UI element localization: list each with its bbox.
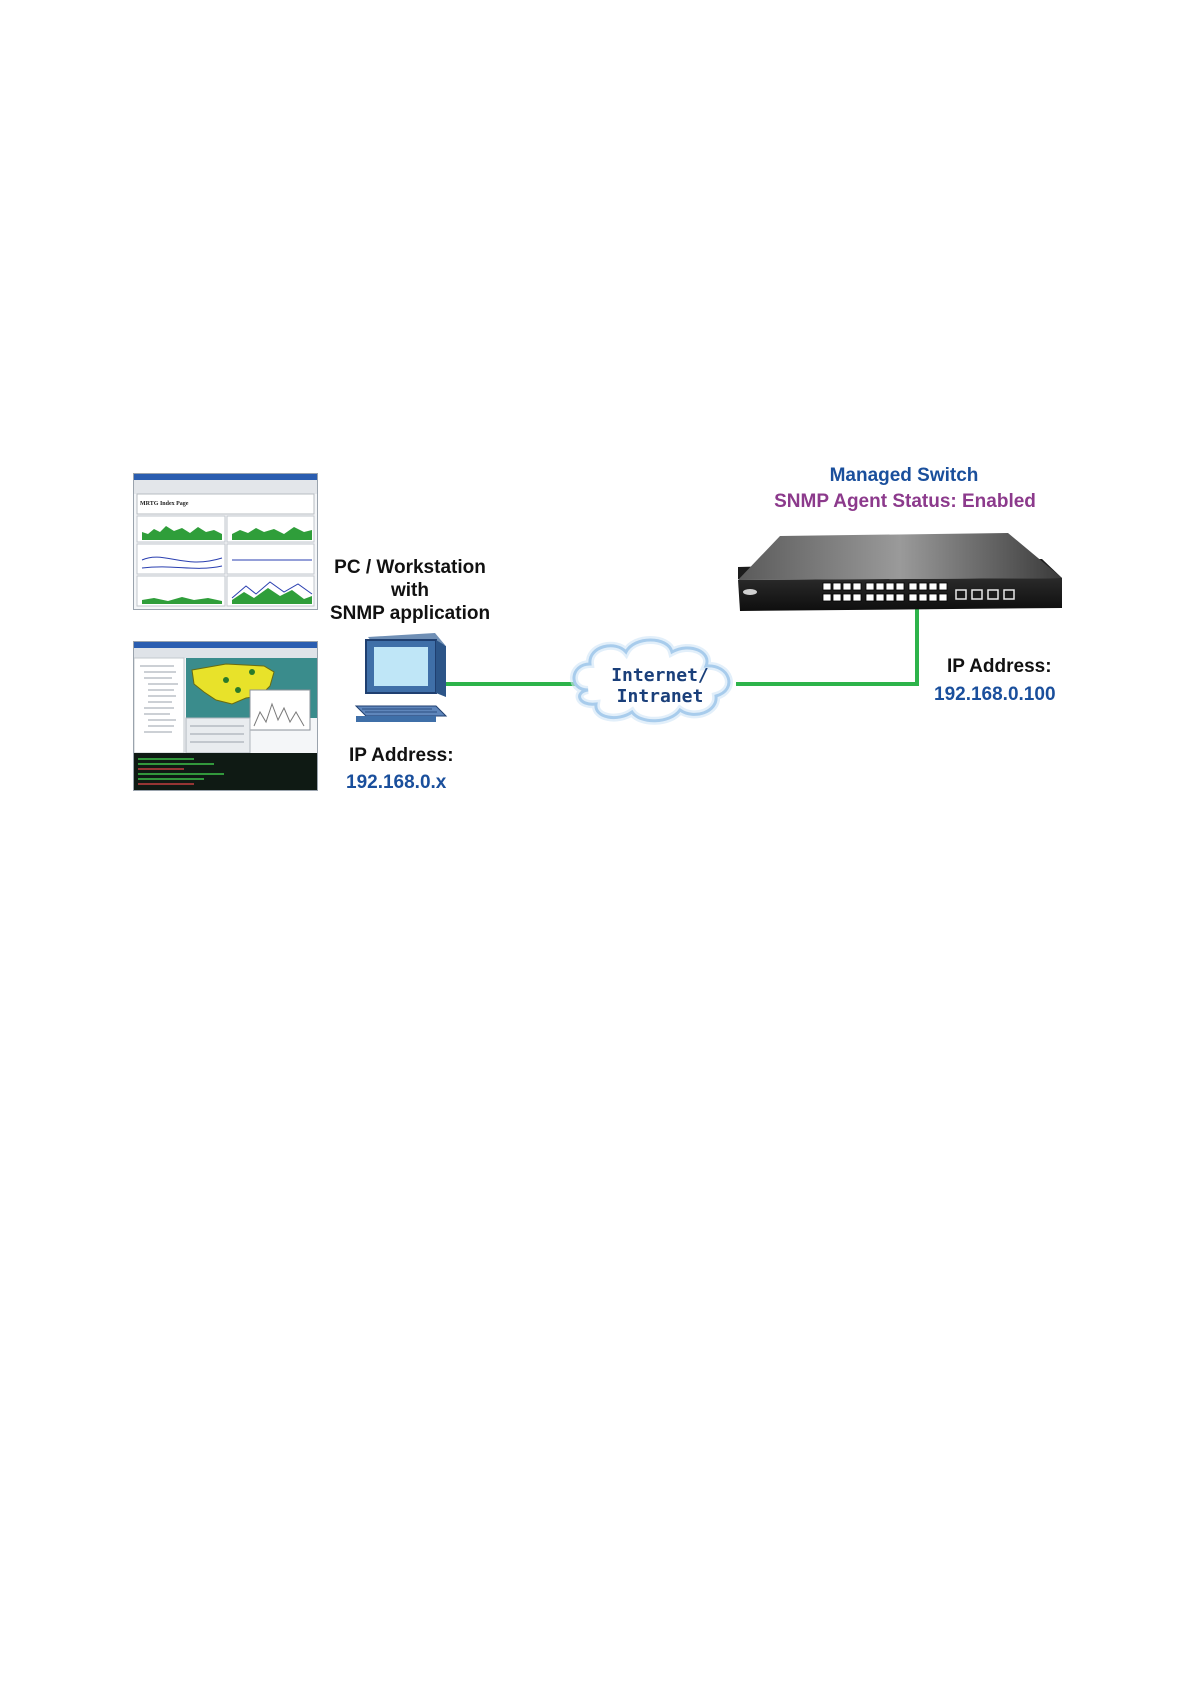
workstation-line3: SNMP application [320, 603, 500, 625]
cloud-line2: Intranet [600, 686, 720, 707]
switch-title: Managed Switch [788, 465, 1020, 487]
switch-icon [738, 533, 1062, 611]
workstation-line1: PC / Workstation [320, 557, 500, 579]
workstation-ip-label: IP Address: [349, 745, 454, 767]
cloud-label: Internet/ Intranet [600, 665, 720, 707]
snmp-map-screenshot-icon [133, 641, 318, 791]
pc-icon [356, 633, 446, 722]
cloud-line1: Internet/ [600, 665, 720, 686]
switch-ip-label: IP Address: [947, 656, 1052, 678]
switch-snmp-status: SNMP Agent Status: Enabled [760, 491, 1050, 513]
mrtg-heading: MRTG Index Page [140, 501, 189, 507]
switch-ip-value: 192.168.0.100 [934, 684, 1056, 706]
mrtg-screenshot-icon: MRTG Index Page [133, 473, 318, 610]
workstation-line2: with [320, 580, 500, 602]
workstation-ip-value: 192.168.0.x [346, 772, 446, 794]
